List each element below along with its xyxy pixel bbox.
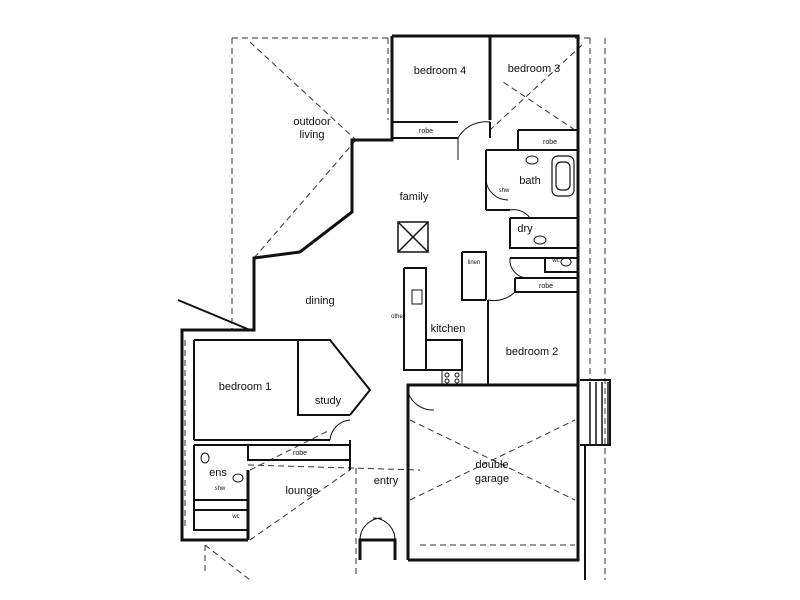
outer-walls — [180, 34, 580, 562]
ensuite-shower-label: shw — [215, 486, 226, 492]
robe-label-bedroom4: robe — [419, 128, 433, 135]
skylight-icon — [397, 221, 429, 253]
room-label-dining: dining — [305, 295, 334, 307]
sink-icon — [232, 155, 547, 483]
room-label-bedroom1: bedroom 1 — [219, 381, 272, 393]
door-swing-icon — [329, 121, 531, 541]
room-label-family: family — [400, 191, 429, 203]
room-label-lounge: lounge — [285, 485, 318, 497]
deck-stairs-icon — [589, 382, 609, 445]
robe-label-bedroom2: robe — [539, 283, 553, 290]
room-label-kitchen: kitchen — [431, 323, 466, 335]
room-label-bedroom3: bedroom 3 — [508, 63, 561, 75]
room-label-garage: garage — [475, 473, 509, 485]
room-label-living: living — [299, 129, 324, 141]
room-label-ensuite: ens — [209, 467, 227, 479]
shower-label: shw — [499, 188, 510, 194]
room-label-laundry: dry — [517, 223, 533, 235]
robe-label-bedroom1: robe — [293, 450, 307, 457]
ensuite-wc-label: wc — [231, 514, 239, 520]
room-label-outdoor: outdoor — [293, 116, 331, 128]
wc-label: wc — [551, 258, 559, 264]
room-label-study: study — [315, 395, 342, 407]
roof-outline — [184, 37, 606, 581]
stove-icon — [441, 369, 463, 386]
robe-label-bedroom3: robe — [543, 139, 557, 146]
room-label-entry: entry — [374, 475, 399, 487]
room-label-bath: bath — [519, 175, 540, 187]
linen-label: linen — [468, 260, 481, 266]
room-label-bedroom4: bedroom 4 — [414, 65, 467, 77]
room-label-bedroom2: bedroom 2 — [506, 346, 559, 358]
other-label: other — [391, 314, 405, 320]
bathtub-icon — [551, 155, 575, 197]
toilet-icon — [200, 257, 572, 464]
room-label-double: double — [475, 459, 508, 471]
